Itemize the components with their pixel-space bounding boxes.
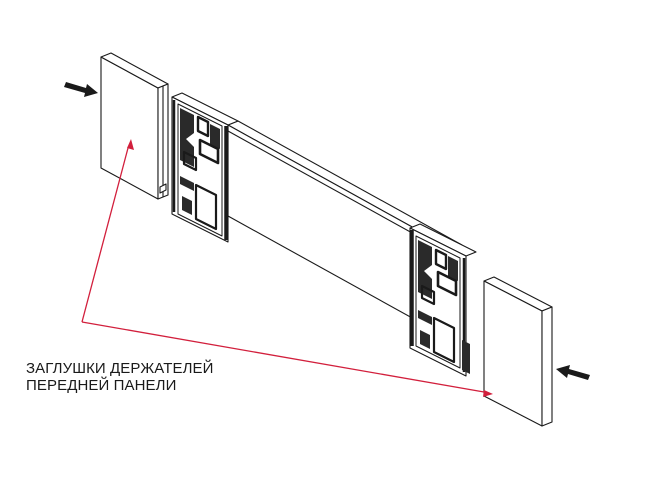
left-end-cap — [100, 52, 169, 200]
right-holder — [409, 223, 477, 377]
right-insertion-arrow-icon — [556, 365, 590, 380]
right-end-cap — [483, 276, 553, 427]
left-insertion-arrow-icon — [64, 82, 98, 97]
callout-line-1: ЗАГЛУШКИ ДЕРЖАТЕЛЕЙ — [26, 360, 214, 377]
callout-line-2: ПЕРЕДНЕЙ ПАНЕЛИ — [26, 377, 177, 394]
end-cap-callout-label: ЗАГЛУШКИ ДЕРЖАТЕЛЕЙ ПЕРЕДНЕЙ ПАНЕЛИ — [26, 360, 214, 394]
front-panel-beam — [227, 120, 463, 341]
callout-leader-lines — [81, 139, 493, 397]
left-holder — [171, 92, 239, 243]
